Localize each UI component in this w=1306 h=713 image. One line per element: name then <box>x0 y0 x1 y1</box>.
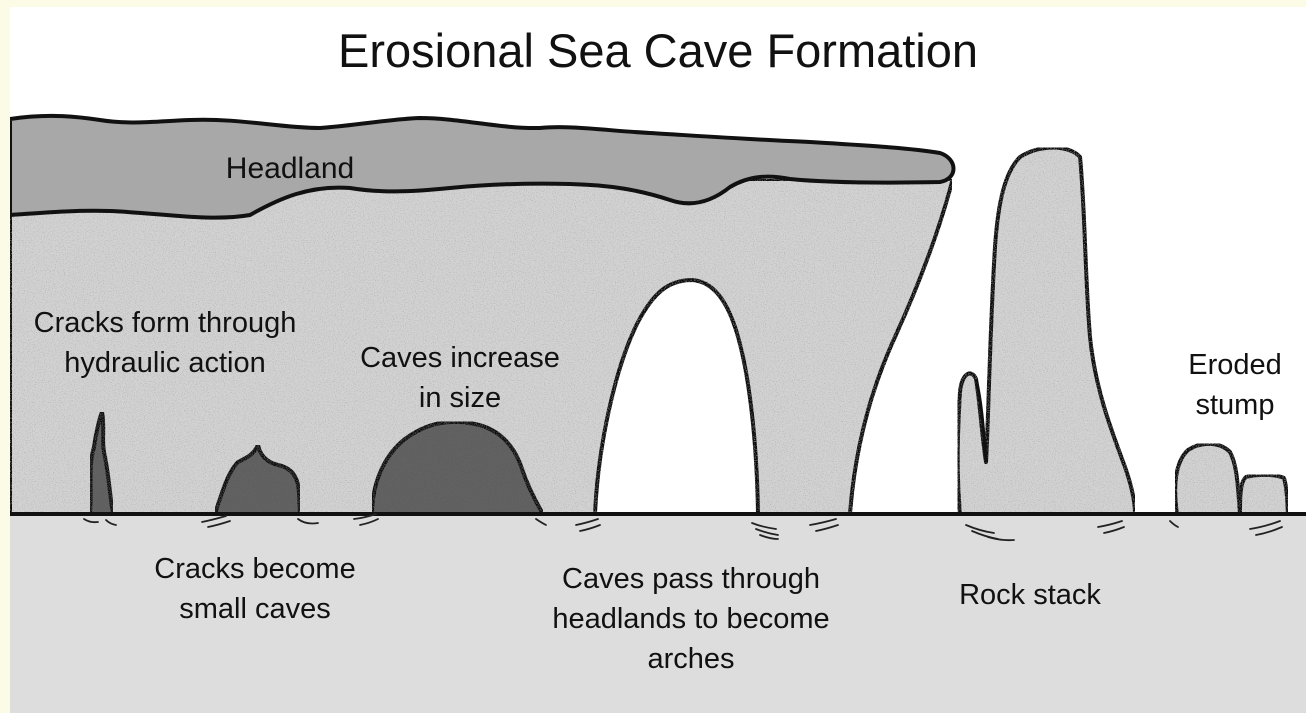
eroded-stump-line-2: stump <box>1170 385 1300 425</box>
eroded-stump-small <box>1240 475 1288 514</box>
headland-label: Headland <box>190 149 390 189</box>
diagram-frame: Erosional Sea Cave Formation Headland Cr… <box>10 7 1306 713</box>
caves-increase-line-1: Caves increase <box>335 338 585 378</box>
caves-pass-line-3: arches <box>526 639 856 679</box>
cracks-become-line-1: Cracks become <box>120 549 390 589</box>
caves-pass-line-1: Caves pass through <box>526 559 856 599</box>
caves-pass-line-2: headlands to become <box>526 599 856 639</box>
caves-pass-label: Caves pass through headlands to become a… <box>526 559 856 679</box>
rock-stack-label: Rock stack <box>930 575 1130 615</box>
cracks-form-line-1: Cracks form through <box>10 303 320 343</box>
cracks-form-label: Cracks form through hydraulic action <box>10 303 320 383</box>
headland-label-text: Headland <box>190 149 390 189</box>
eroded-stump-line-1: Eroded <box>1170 345 1300 385</box>
caves-increase-line-2: in size <box>335 378 585 418</box>
cracks-become-line-2: small caves <box>120 589 390 629</box>
rock-stack-label-text: Rock stack <box>930 575 1130 615</box>
cracks-become-label: Cracks become small caves <box>120 549 390 629</box>
eroded-stump-label: Eroded stump <box>1170 345 1300 425</box>
eroded-stump-large <box>1175 444 1240 514</box>
caves-increase-label: Caves increase in size <box>335 338 585 418</box>
cracks-form-line-2: hydraulic action <box>10 343 320 383</box>
diagram-title: Erosional Sea Cave Formation <box>10 23 1306 79</box>
